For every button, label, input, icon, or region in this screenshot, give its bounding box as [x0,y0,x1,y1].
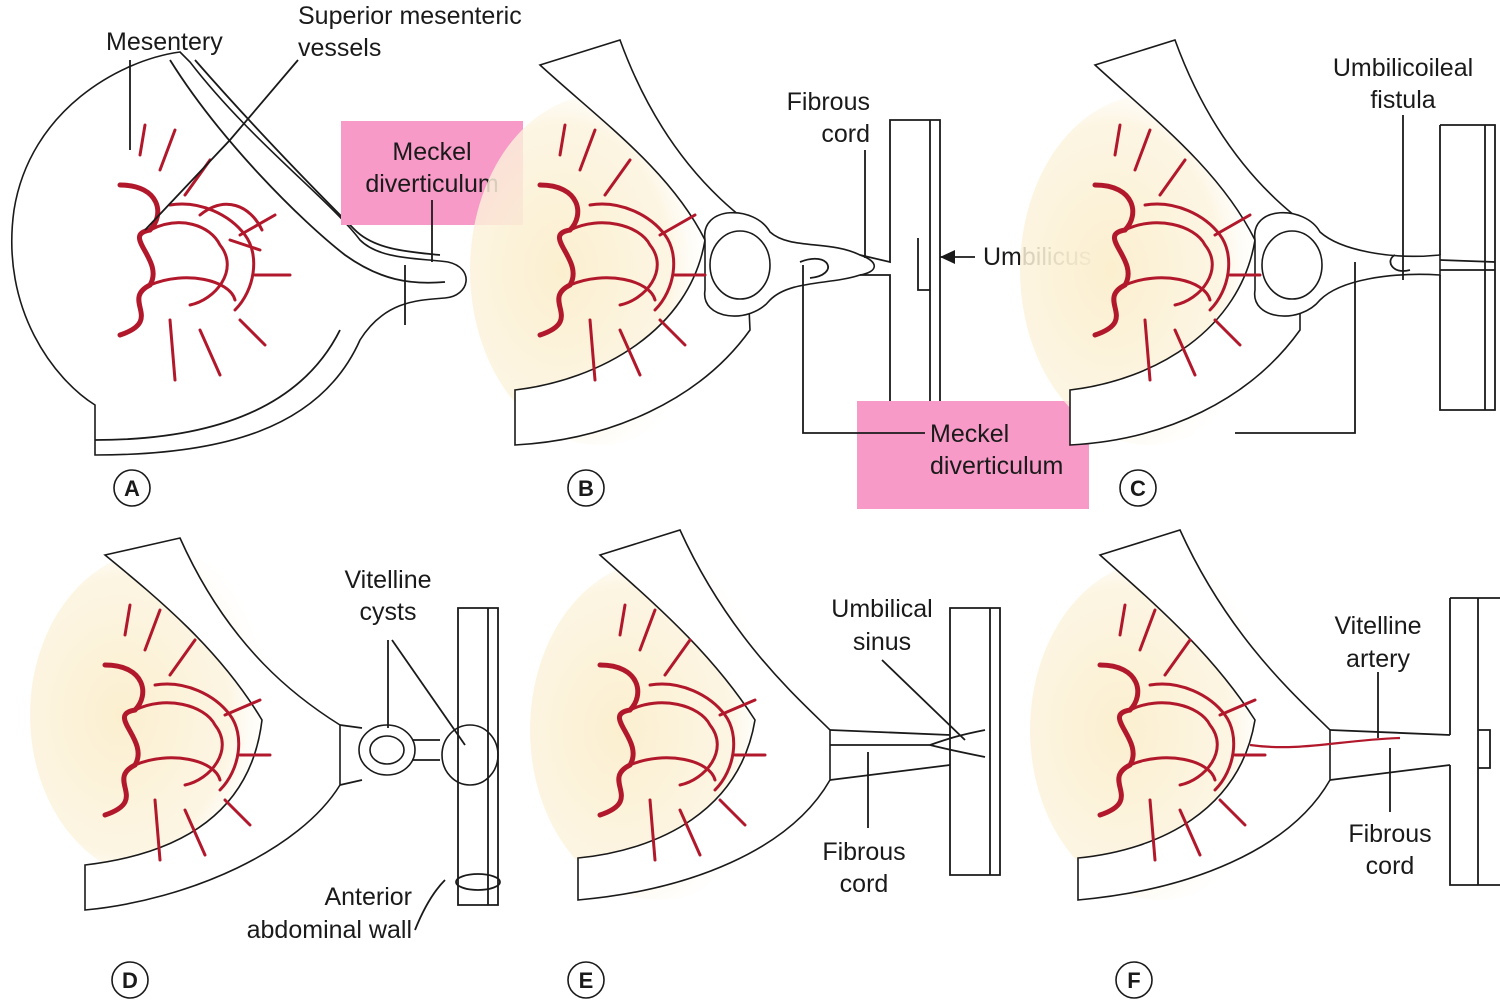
label-fibrous-f-1: Fibrous [1348,820,1431,848]
panel-b: Fibrous cord Umbilicus Meckel diverticul… [470,39,1091,509]
label-cord-b: cord [821,120,870,148]
label-mesentery: Mesentery [106,28,223,56]
label-fistula-2: fistula [1370,86,1435,114]
mesentery-outline [11,51,467,456]
vessels-d [102,603,272,862]
vessels-a [117,123,292,382]
label-meckel-b-2: diverticulum [930,452,1063,480]
panel-badge-f [1115,961,1153,999]
label-vitelline-artery-1: Vitelline [1334,612,1421,640]
panel-badge-a [113,469,151,507]
panel-letter-f: F [1127,968,1140,993]
label-vitelline-artery-2: artery [1346,645,1410,673]
label-vessels: vessels [298,34,381,62]
label-abdominal-wall: abdominal wall [247,916,412,944]
panel-e: Umbilical sinus Fibrous cord E [530,529,1001,999]
vitelline-artery-line [1249,736,1401,749]
label-vitelline-cysts-2: cysts [360,598,417,626]
label-umbilical-sinus-1: Umbilical [831,595,932,623]
meckel-highlight-b [857,401,1089,509]
label-anterior: Anterior [324,883,412,911]
panel-f: Vitelline artery Fibrous cord F [1030,529,1500,999]
panel-letter-e: E [579,968,594,993]
vessels-f [1097,603,1267,862]
vitelline-cyst-2 [441,724,499,786]
label-meckel-a-2: diverticulum [365,170,498,198]
panel-a: Mesentery Superior mesenteric vessels Me… [11,2,523,507]
panel-badge-d [111,961,149,999]
label-fistula-1: Umbilicoileal [1333,54,1473,82]
label-vitelline-cysts-1: Vitelline [344,566,431,594]
panel-letter-d: D [122,968,138,993]
vessels-c [1092,123,1262,382]
panel-badge-c [1119,469,1157,507]
panel-c: Umbilicoileal fistula C [1020,39,1496,507]
label-superior-mesenteric: Superior mesenteric [298,2,522,30]
panel-badge-e [567,961,605,999]
panel-letter-b: B [578,476,594,501]
label-fibrous-b-1: Fibrous [787,88,870,116]
panel-badge-b [567,469,605,507]
vessels-b [537,123,707,382]
label-cord-f: cord [1366,852,1415,880]
label-meckel-a-1: Meckel [392,138,471,166]
label-umbilical-sinus-2: sinus [853,628,911,656]
panel-letter-c: C [1130,476,1146,501]
label-meckel-b-1: Meckel [930,420,1009,448]
panel-d: Vitelline cysts Anterior abdominal wall … [30,537,501,999]
label-cord-e: cord [840,870,889,898]
label-fibrous-e-1: Fibrous [822,838,905,866]
panel-letter-a: A [124,476,140,501]
vessels-e [597,603,767,862]
